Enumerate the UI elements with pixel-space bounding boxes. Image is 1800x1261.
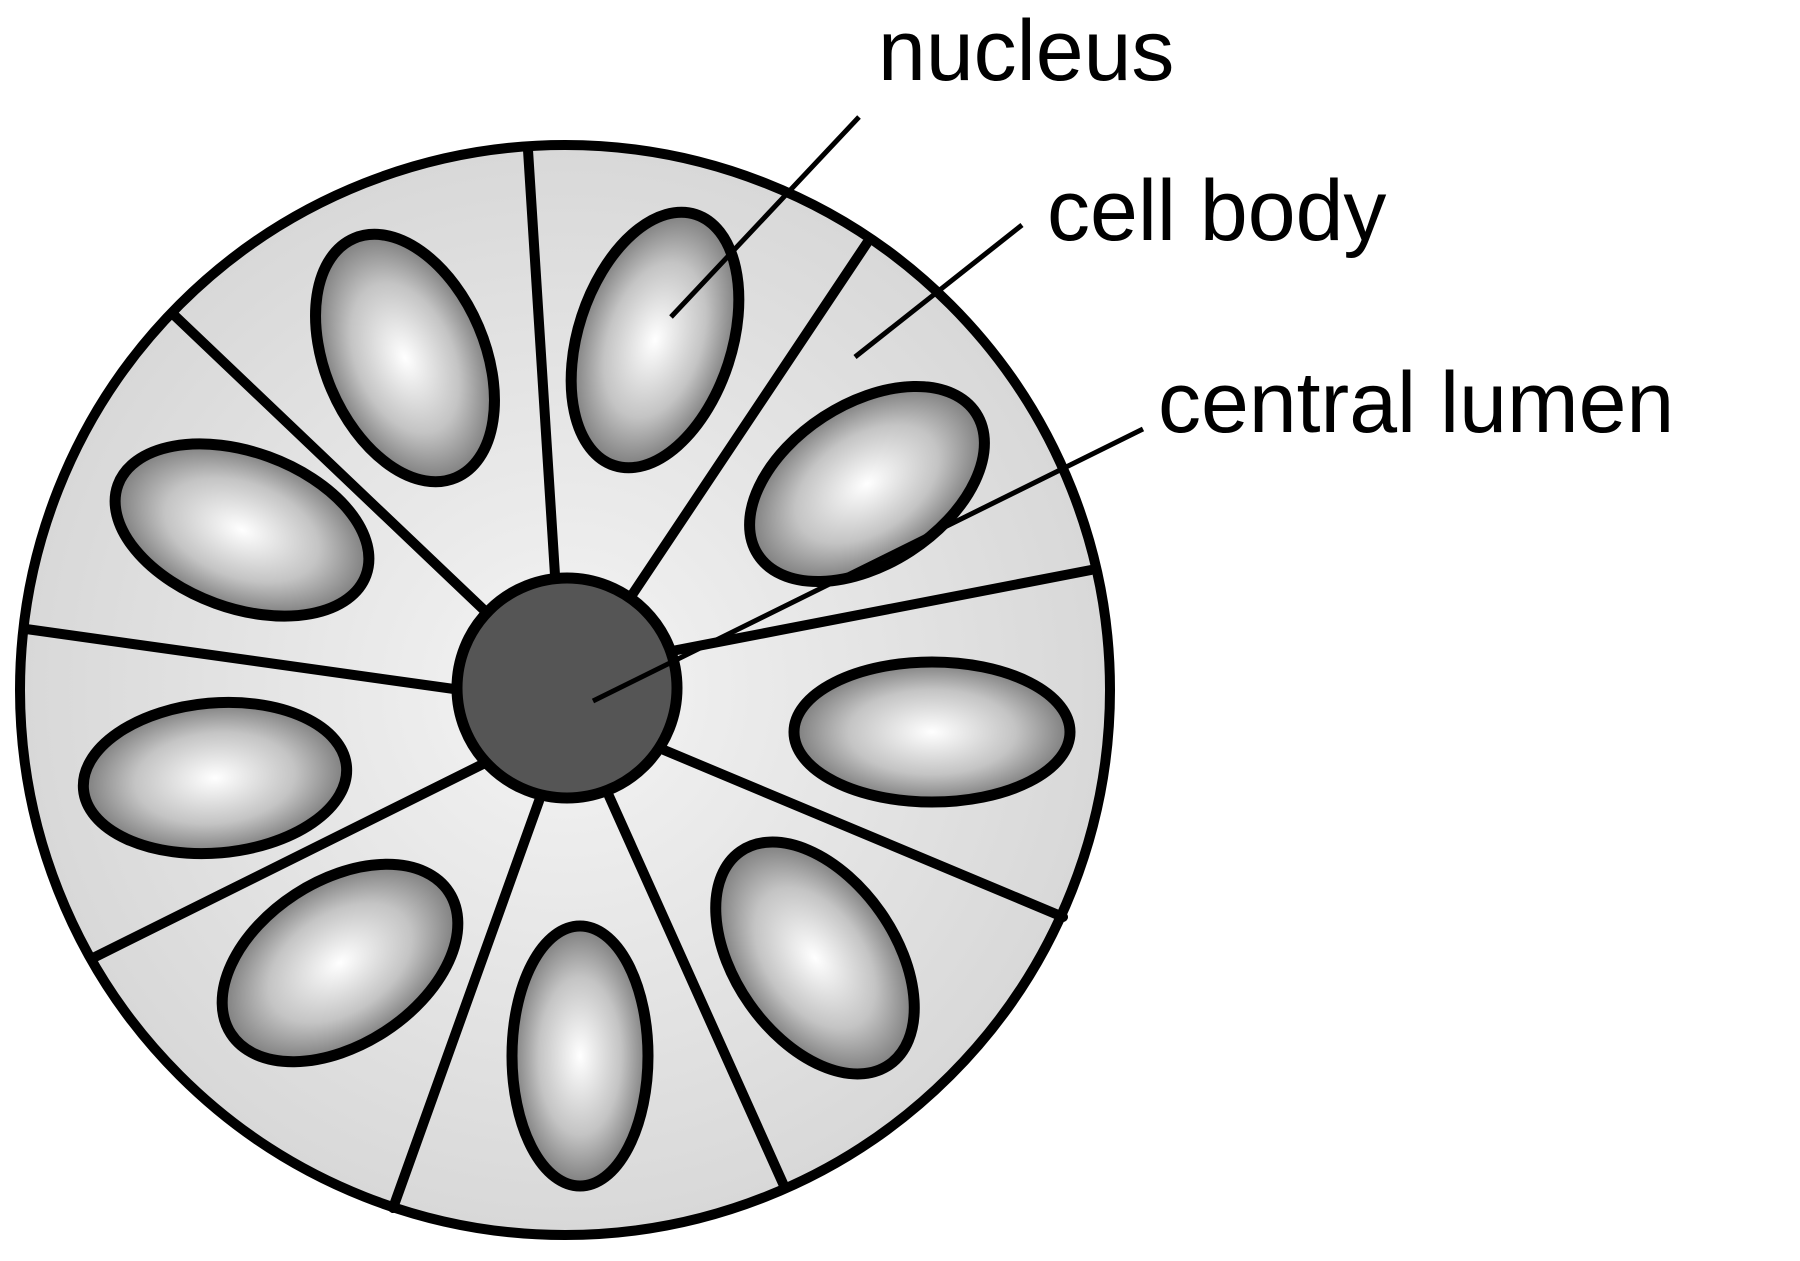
central-lumen-label: central lumen <box>1158 355 1674 451</box>
cell-boundary <box>388 796 544 1213</box>
nucleus-label: nucleus <box>878 3 1174 99</box>
cell-boundary <box>625 238 872 603</box>
nucleus-shape <box>109 438 375 622</box>
cell-boundary <box>88 759 488 963</box>
cell-boundaries <box>21 145 1096 1213</box>
nucleus-shape <box>788 656 1076 808</box>
nucleus-shape <box>710 836 920 1080</box>
nucleus-shape <box>216 858 464 1068</box>
cell-boundary <box>169 310 490 616</box>
cell-boundary <box>667 565 1096 656</box>
nucleus-shape <box>565 206 745 474</box>
cell-body-label: cell body <box>1047 163 1386 259</box>
cell-boundary <box>659 745 1068 922</box>
central-lumen-leader-line <box>591 426 1145 704</box>
nucleus-leader-line <box>669 115 861 319</box>
nucleus-shape <box>744 380 990 588</box>
nucleus-shape <box>310 228 500 488</box>
cell-boundary <box>21 624 459 694</box>
cell-boundary <box>604 791 790 1193</box>
cell-boundary <box>523 145 560 580</box>
nuclei <box>77 206 1076 1192</box>
central-lumen-shape <box>451 572 683 804</box>
leader-lines <box>591 115 1145 704</box>
nucleus-shape <box>77 696 353 860</box>
cell-body-leader-line <box>853 223 1024 359</box>
nucleus-shape <box>506 920 654 1192</box>
